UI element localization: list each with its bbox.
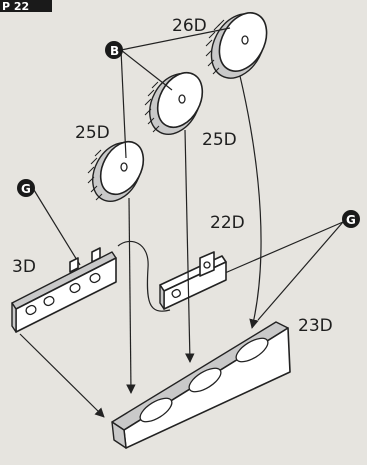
gear-25d-middle: 25D xyxy=(144,71,237,150)
header-fragment: P 22 xyxy=(0,0,52,13)
gear-26d: 26D xyxy=(172,12,268,79)
callout-b-letter: B xyxy=(110,44,119,58)
callout-b-badge xyxy=(105,41,123,59)
label-23d: 23D xyxy=(298,316,333,336)
label-3d: 3D xyxy=(12,257,36,277)
label-26d: 26D xyxy=(172,16,207,36)
gear-25d-left-teeth xyxy=(87,149,103,201)
label-25d-middle: 25D xyxy=(202,130,237,150)
callout-b-group: B xyxy=(105,27,231,159)
header-fragment-text: P 22 xyxy=(2,0,29,13)
callout-g-right-group: G xyxy=(217,210,360,321)
gear-25d-middle-teeth xyxy=(144,81,160,133)
callout-g-left-group: G xyxy=(17,179,81,266)
bracket-3d: 3D xyxy=(11,247,117,333)
callout-g-left-badge xyxy=(17,179,35,197)
callout-g-left-letter: G xyxy=(21,182,31,196)
callout-g-right-letter: G xyxy=(346,213,356,227)
label-22d: 22D xyxy=(210,213,245,233)
callout-g-right-badge xyxy=(342,210,360,228)
label-25d-left: 25D xyxy=(75,123,110,143)
gear-25d-left: 25D xyxy=(75,123,145,202)
gear-26d-teeth xyxy=(205,19,225,75)
bracket-22d: 22D xyxy=(159,213,245,310)
assembly-arrows xyxy=(19,75,262,418)
bracket-23d: 23D xyxy=(111,316,333,449)
